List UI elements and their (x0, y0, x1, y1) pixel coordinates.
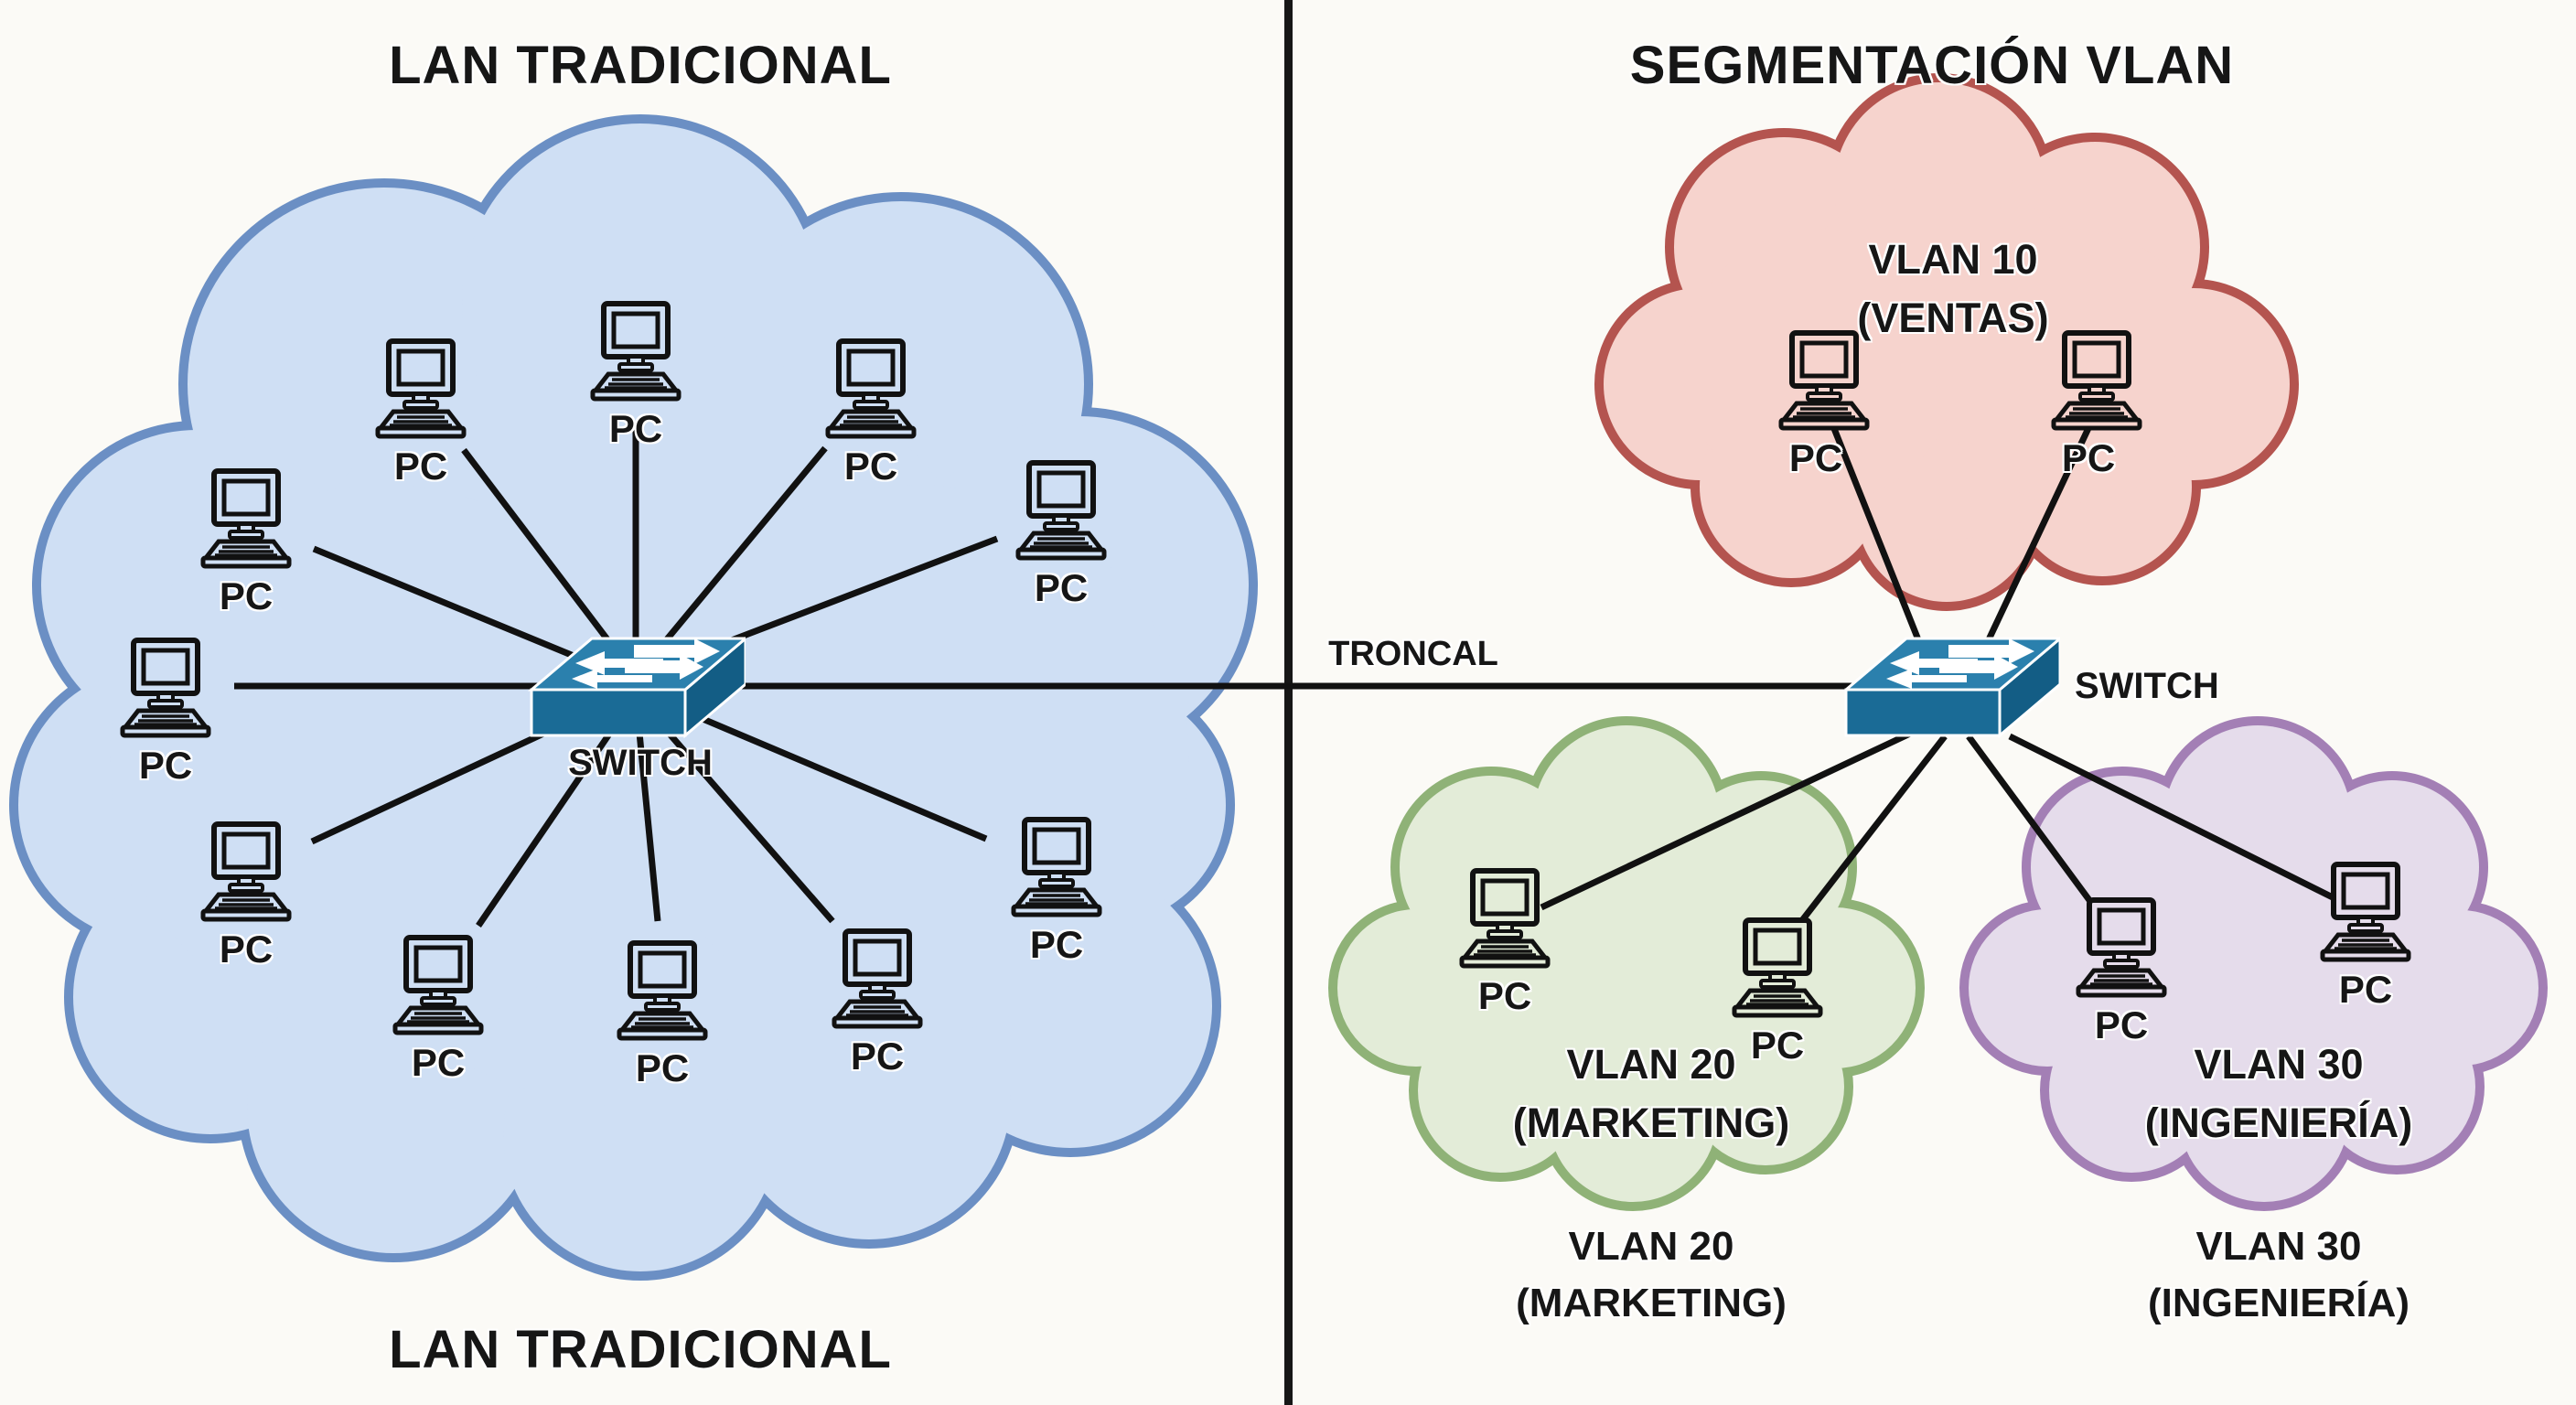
vlan10-label: VLAN 10 (VENTAS) (1857, 231, 2048, 348)
pc-icon (1018, 463, 1104, 558)
pc-icon (619, 943, 705, 1038)
pc-label: PC (850, 1035, 905, 1078)
pc-label: PC (219, 928, 274, 971)
pc-label: PC (138, 744, 193, 787)
vlan20-caption-name: VLAN 20 (1568, 1224, 1734, 1269)
pc-label: PC (1788, 436, 1843, 479)
pc-label: PC (393, 445, 448, 488)
pc-label: PC (2061, 436, 2116, 479)
pc-icon (828, 341, 914, 436)
pc-icon (1014, 820, 1100, 915)
vlan20-caption: VLAN 20 (MARKETING) (1516, 1218, 1787, 1332)
connection-line (1781, 734, 1948, 947)
pc-icon (834, 931, 920, 1026)
vlan30-name: VLAN 30 (2194, 1041, 2364, 1088)
pc-icon (2078, 900, 2164, 995)
vlan20-dept: (MARKETING) (1512, 1099, 1790, 1146)
connection-line (1980, 424, 2093, 653)
vlan30-caption: VLAN 30 (INGENIERÍA) (2148, 1218, 2410, 1332)
pc-label: PC (411, 1041, 466, 1084)
panel-divider (1284, 0, 1293, 1405)
pc-label: PC (843, 445, 898, 488)
vlan-connection-lines (1540, 424, 2351, 947)
connection-line (2008, 733, 2351, 909)
pc-icon (1462, 871, 1548, 966)
pc-icon (2054, 333, 2140, 428)
connection-line (1830, 424, 1927, 653)
vlan20-name: VLAN 20 (1566, 1041, 1736, 1088)
vlan20-caption-dept: (MARKETING) (1516, 1281, 1787, 1325)
pc-label: PC (2338, 968, 2393, 1011)
pc-icon (203, 824, 289, 919)
pc-icon (1781, 333, 1867, 428)
left-panel-title: LAN TRADICIONAL (389, 36, 892, 95)
pc-label: PC (2094, 1003, 2149, 1046)
connection-line (1540, 730, 1912, 911)
pc-icon (2323, 864, 2409, 960)
pc-label: PC (1029, 923, 1084, 966)
pc-label: PC (219, 574, 274, 617)
switch-icon-vlan (1844, 637, 2060, 737)
pc-icon (203, 471, 289, 566)
pc-label: PC (608, 407, 663, 450)
pc-icon (123, 640, 209, 735)
vlan-switch-label: SWITCH (2075, 666, 2219, 706)
pc-icon (395, 938, 481, 1033)
lan-switch-label: SWITCH (568, 743, 713, 783)
vlan30-caption-name: VLAN 30 (2195, 1224, 2362, 1269)
vlan10-name: VLAN 10 (1868, 236, 2038, 283)
pc-label: PC (635, 1046, 690, 1089)
pc-icon (593, 304, 679, 399)
pc-icon (378, 341, 464, 436)
pc-label: PC (1750, 1024, 1805, 1067)
left-panel-footer-title: LAN TRADICIONAL (389, 1320, 892, 1379)
trunk-label: TRONCAL (1328, 635, 1498, 673)
vlan30-label: VLAN 30 (INGENIERÍA) (2145, 1035, 2413, 1153)
vlan10-dept: (VENTAS) (1857, 295, 2049, 341)
right-panel-title: SEGMENTACIÓN VLAN (1629, 36, 2235, 95)
pc-icon (1734, 920, 1820, 1015)
vlan30-dept: (INGENIERÍA) (2144, 1099, 2413, 1146)
pc-label: PC (1034, 566, 1089, 609)
vlan20-label: VLAN 20 (MARKETING) (1513, 1035, 1789, 1153)
pc-label: PC (1477, 974, 1532, 1017)
vlan30-caption-dept: (INGENIERÍA) (2148, 1281, 2410, 1325)
